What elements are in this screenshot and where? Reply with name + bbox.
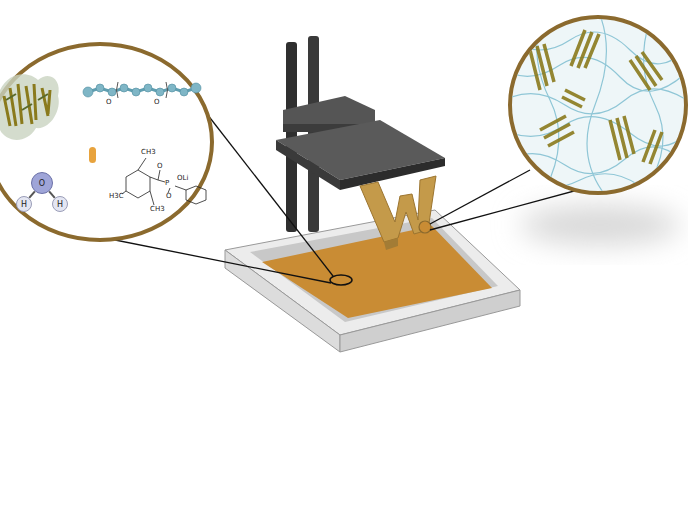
atom-label: P <box>165 180 169 187</box>
atom-label: CH3 <box>141 149 156 156</box>
printed-part <box>384 238 398 250</box>
protein <box>0 74 59 140</box>
vat-inner <box>250 218 498 322</box>
atom-label: H3C <box>109 193 124 200</box>
zoom-circle <box>510 17 686 193</box>
shadow <box>520 205 680 245</box>
atom-label: O <box>157 163 163 170</box>
bond-line <box>29 191 35 198</box>
atom-label: O <box>154 99 160 106</box>
resin <box>262 226 492 318</box>
zoom-spot <box>330 275 352 285</box>
atom-symbol: O <box>39 179 45 188</box>
atom-label: O <box>106 99 112 106</box>
atom-circle: H <box>52 196 68 212</box>
atom-circle: O <box>31 172 53 194</box>
hydrogel-network <box>505 15 688 195</box>
atom-label: OLi <box>177 175 188 182</box>
atom-symbol: H <box>21 200 27 209</box>
atom-label: O <box>166 193 172 200</box>
printed-part <box>360 176 436 242</box>
build-plate <box>276 140 340 190</box>
arm <box>283 96 375 124</box>
leader-line <box>200 105 333 276</box>
zoom-spot <box>419 221 431 233</box>
leader-line <box>95 236 331 283</box>
atom-circle: H <box>16 196 32 212</box>
lap-structure <box>122 158 206 205</box>
capsule <box>89 147 96 163</box>
atom-symbol: H <box>57 200 63 209</box>
pegda <box>83 82 201 98</box>
zoom-circle <box>0 44 212 240</box>
atom-label: CH3 <box>150 206 165 213</box>
